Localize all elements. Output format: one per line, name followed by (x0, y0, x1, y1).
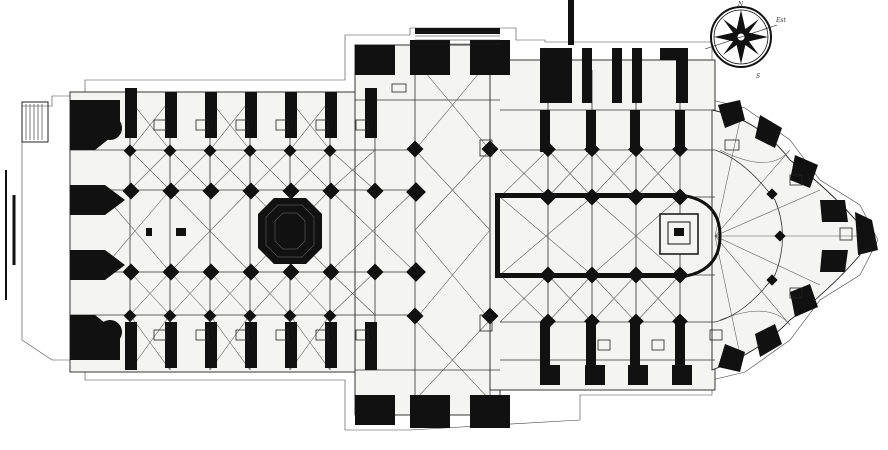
choir-north-chapels (540, 48, 688, 152)
west-towers (70, 100, 125, 360)
choir-south-buttresses (540, 322, 692, 385)
transept-north-steps (415, 31, 500, 45)
apse-floor (711, 109, 861, 371)
compass-north-label: N (737, 1, 744, 8)
nave-outer-buttresses (125, 88, 377, 370)
side-chapel-altars (153, 83, 853, 351)
choir-screen-walls (495, 193, 722, 279)
apse-radiating-chapels (718, 100, 878, 372)
crossing-piers (406, 140, 499, 325)
transept-floor (354, 44, 501, 416)
apse-vaults (714, 119, 860, 356)
compass-east-label: Est (775, 17, 786, 24)
transept-grid (355, 50, 500, 410)
west-porch-steps (5, 101, 49, 300)
transept-end-towers (355, 0, 574, 428)
compass-rose-icon (704, 6, 778, 68)
nave-arcade-piers (122, 144, 384, 323)
compass-south-label: S (756, 73, 760, 80)
high-altar (659, 213, 699, 255)
nave-octagon-labyrinth (258, 198, 322, 264)
